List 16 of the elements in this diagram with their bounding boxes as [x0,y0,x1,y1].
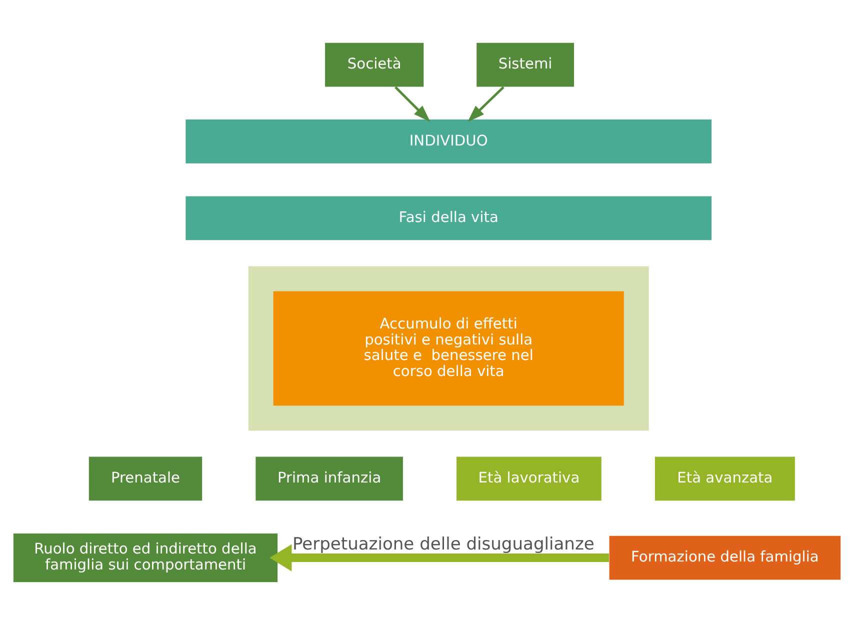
arrow [270,544,609,572]
node-box: Prenatale [88,456,202,501]
node-box: Fasi della vita [186,196,712,240]
arrow [394,86,430,122]
edge-label: Perpetuazione delle disuguaglianze [292,534,594,555]
arrow [468,86,504,122]
node-box: Società [325,42,424,87]
node-box: Ruolo diretto ed indiretto della famiglia sui comportamenti [13,533,278,582]
node-box: Età lavorativa [456,456,602,501]
node-box: Sistemi [476,42,574,87]
node-box: Età avanzata [654,456,795,501]
node-box: Prima infanzia [256,456,403,501]
node-box: Formazione della famiglia [609,536,841,580]
node-box: Accumulo di effetti positivi e negativi sulla salute e benessere nel corso della vita [273,291,624,406]
node-box: INDIVIDUO [186,120,712,164]
cluster [248,266,649,431]
